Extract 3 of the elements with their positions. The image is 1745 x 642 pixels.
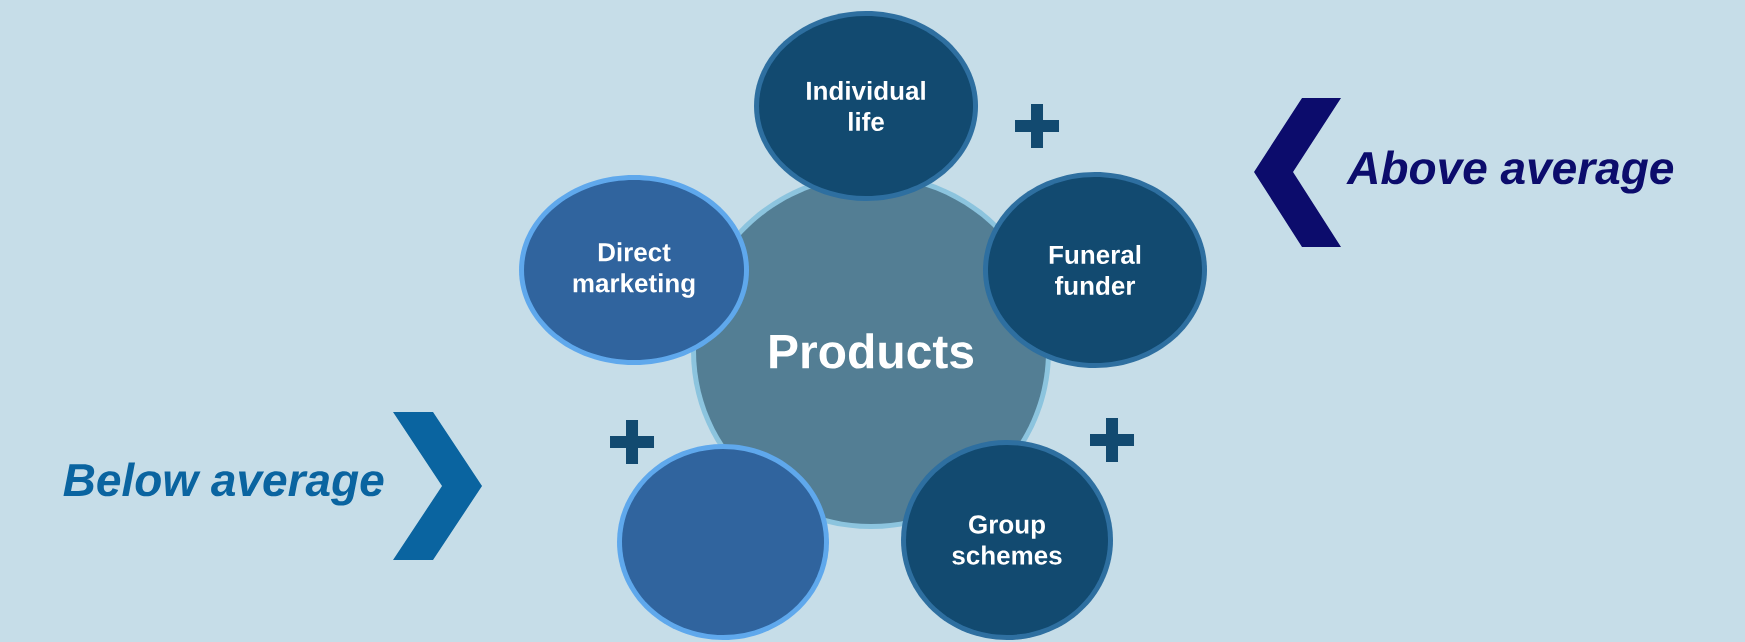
product-circle: [617, 444, 829, 640]
rating-label: Above average: [1346, 150, 1674, 194]
rating-label: Below average: [63, 462, 384, 506]
